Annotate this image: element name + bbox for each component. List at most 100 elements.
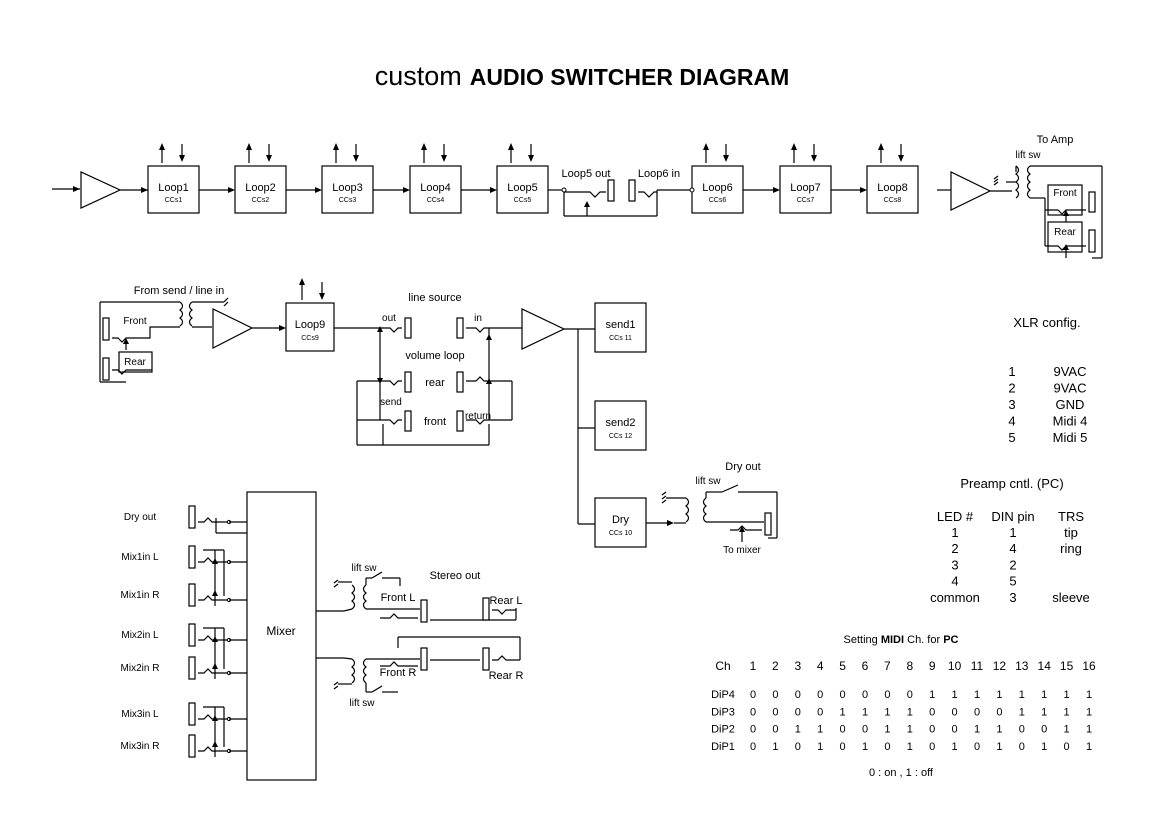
midi-dip-value: 0 [750, 689, 756, 701]
down-arrow [528, 155, 534, 162]
signal-arrow [228, 187, 235, 193]
line-in-front-label: Front [123, 316, 147, 327]
midi-dip-value: 0 [795, 706, 801, 718]
to-amp-front-jack [1088, 191, 1096, 213]
line-in-rear-jack [102, 357, 110, 381]
midi-channel-number: 3 [794, 659, 801, 673]
xlr-value: 9VAC [1054, 381, 1087, 396]
vol-front-label: front [424, 416, 446, 428]
to-amp-rear-label: Rear [1054, 227, 1076, 238]
input-transformer-primary [179, 301, 184, 327]
line-source-in-jack [456, 317, 464, 339]
loop9: Loop9 CCs9 [285, 278, 375, 352]
vol-rear-send-jack [404, 371, 412, 393]
up-arrow [246, 143, 252, 150]
midi-channel-number: 6 [862, 659, 869, 673]
loop-label: Loop4 [420, 182, 451, 194]
output-box [594, 302, 647, 353]
mixer-input-label: Mix3in L [121, 709, 159, 720]
midi-dip-value: 1 [1041, 689, 1047, 701]
xlr-value: Midi 4 [1053, 414, 1088, 429]
loop-cc-label: CCs6 [709, 197, 727, 204]
preamp-header: LED # [937, 509, 974, 524]
xlr-pin: 5 [1008, 430, 1015, 445]
preamp-cell: 4 [951, 574, 958, 589]
up-arrow [878, 143, 884, 150]
midi-dip-value: 0 [772, 724, 778, 736]
loop-label: Loop3 [332, 182, 363, 194]
midi-dip-value: 1 [974, 724, 980, 736]
preamp-control: Preamp cntl. (PC) [960, 476, 1063, 491]
rear-l-jack [482, 597, 490, 621]
midi-dip-value: 1 [817, 741, 823, 753]
lift-switch-label: lift sw [1016, 150, 1042, 161]
midi-channel-number: 12 [993, 659, 1007, 673]
midi-dip-value: 1 [1086, 724, 1092, 736]
dry-transformer-primary [685, 497, 690, 523]
loop-cc-label: CCs4 [427, 197, 445, 204]
signal-arrow [315, 187, 322, 193]
mixer-input-label: Mix2in L [121, 630, 159, 641]
mixer-section: Mixer [246, 491, 317, 781]
output-stage: To Amp lift sw Front Rear [937, 134, 1103, 259]
midi-dip-value: 0 [817, 706, 823, 718]
preamp-cell: 2 [951, 541, 958, 556]
midi-channel-number: 16 [1082, 659, 1096, 673]
loop5-out-jack [607, 179, 615, 202]
xlr-pin: 4 [1008, 414, 1015, 429]
output-cc-label: CCs 11 [609, 335, 632, 342]
loop-cc-label: CCs2 [252, 197, 270, 204]
midi-channel-number: 2 [772, 659, 779, 673]
midi-dip-value: 1 [1041, 706, 1047, 718]
midi-dip-value: 1 [795, 724, 801, 736]
midi-dip-value: 0 [952, 706, 958, 718]
midi-dip-value: 0 [772, 689, 778, 701]
stereo-out-section: lift sw lift sw Stereo out Front L Rear … [316, 563, 523, 709]
xlr-value: 9VAC [1054, 364, 1087, 379]
midi-title: Setting MIDI Ch. for PC [844, 634, 959, 646]
up-arrow [333, 143, 339, 150]
line-in-rear-label: Rear [124, 357, 146, 368]
midi-dip-value: 1 [1086, 706, 1092, 718]
mixer-input-jack [188, 656, 196, 680]
midi-dip-value: 0 [750, 706, 756, 718]
line-in-front-jack [102, 317, 110, 341]
midi-dip-value: 1 [1064, 706, 1070, 718]
mixer-input-row: Dry out [124, 505, 247, 534]
mixer-input-row: Mix3in R [121, 734, 247, 758]
switch-arrow [212, 558, 218, 564]
midi-dip-value: 0 [1019, 741, 1025, 753]
midi-ch-label: Ch [715, 659, 730, 673]
right-transformer-secondary [362, 658, 367, 684]
mixer-input-row: Mix3in L [121, 702, 247, 757]
preamp-cell: tip [1064, 525, 1078, 540]
vol-rear-label: rear [425, 377, 445, 389]
volume-loop-section: line source out in volume loop rear send… [356, 292, 522, 446]
left-transformer-primary [351, 584, 356, 610]
midi-dip-value: 0 [750, 724, 756, 736]
dry-out-jack [764, 512, 772, 536]
midi-dip-value: 1 [772, 741, 778, 753]
preamp-header: DIN pin [991, 509, 1034, 524]
midi-dip-value: 0 [929, 724, 935, 736]
transformer-secondary [1026, 165, 1031, 199]
xlr-row: 4 Midi 4 [1008, 414, 1087, 429]
xlr-value: GND [1056, 397, 1085, 412]
midi-dip-value: 1 [862, 741, 868, 753]
midi-channel-number: 14 [1038, 659, 1052, 673]
mixer-input-jack [188, 545, 196, 569]
midi-dip-value: 1 [996, 689, 1002, 701]
in-label: in [474, 313, 482, 324]
output-cc-label: CCs 10 [609, 530, 632, 537]
